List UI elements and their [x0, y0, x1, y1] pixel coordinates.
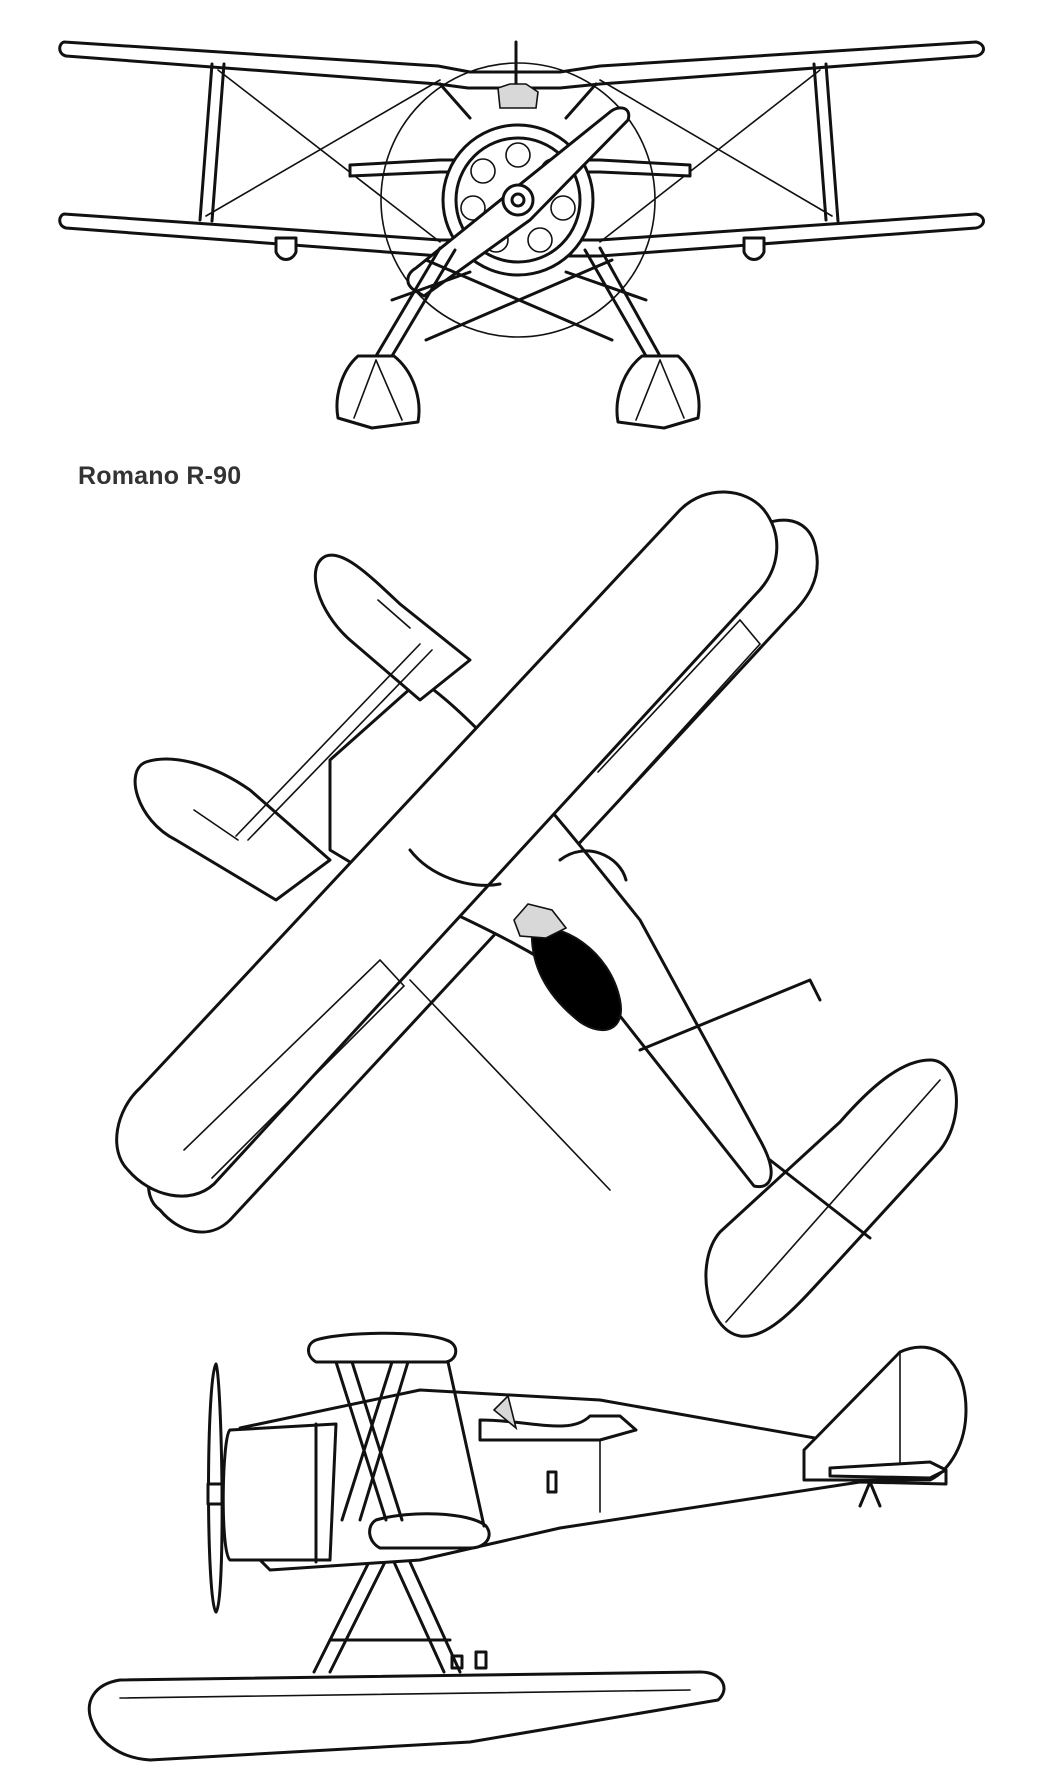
side-float	[87, 1670, 726, 1762]
side-spinner	[206, 1482, 224, 1506]
front-canopy	[497, 83, 539, 109]
front-float-struts	[374, 246, 662, 358]
plan-elevator-line	[725, 1079, 941, 1323]
front-bracing-wires	[205, 69, 833, 243]
front-propeller-disc	[380, 62, 656, 338]
front-cabane-struts	[438, 82, 598, 120]
plan-tailplane	[704, 1058, 958, 1338]
front-upper-wing	[58, 40, 985, 90]
plan-upper-wing	[115, 490, 779, 1198]
plan-bracing-wire	[235, 643, 421, 837]
plan-tail-brace	[638, 978, 822, 1052]
side-hatch	[546, 1470, 558, 1494]
side-tailplane	[828, 1460, 948, 1480]
side-windscreen	[492, 1394, 518, 1431]
plan-view	[115, 490, 958, 1338]
front-strut-left	[198, 62, 214, 222]
plan-float-left	[133, 757, 332, 902]
side-lower-wing	[368, 1512, 491, 1550]
figure-caption: Romano R-90	[78, 462, 242, 490]
plan-aileron-left	[183, 958, 406, 1179]
plan-aileron-right	[597, 618, 762, 797]
front-tip-float-right	[742, 236, 766, 261]
side-fin-rudder	[802, 1345, 968, 1482]
plan-cockpit	[530, 927, 622, 1031]
front-view	[58, 40, 985, 430]
front-float-right	[615, 354, 701, 430]
front-strut-left-inner	[210, 62, 226, 223]
plan-windscreen	[513, 903, 568, 939]
side-view	[87, 1331, 968, 1762]
front-float-left	[335, 354, 421, 430]
side-float-chine	[119, 1689, 691, 1699]
side-struts	[334, 1360, 486, 1528]
front-spinner	[501, 183, 535, 217]
front-strut-right	[824, 62, 840, 223]
side-tail-strut	[858, 1480, 882, 1508]
front-engine-ring	[454, 136, 582, 264]
front-spinner-hub	[510, 192, 526, 208]
side-cockpit	[478, 1414, 638, 1442]
front-tip-float-left	[274, 236, 298, 261]
plan-float-upper	[313, 553, 472, 702]
side-engine-cowling	[221, 1422, 338, 1562]
side-upper-wing	[307, 1331, 458, 1364]
plan-fin	[768, 1158, 872, 1240]
plan-wing-cutout	[408, 848, 502, 887]
front-strut-right-inner	[812, 62, 828, 222]
side-float-step2	[474, 1650, 488, 1670]
plan-strut-line	[409, 979, 611, 1191]
